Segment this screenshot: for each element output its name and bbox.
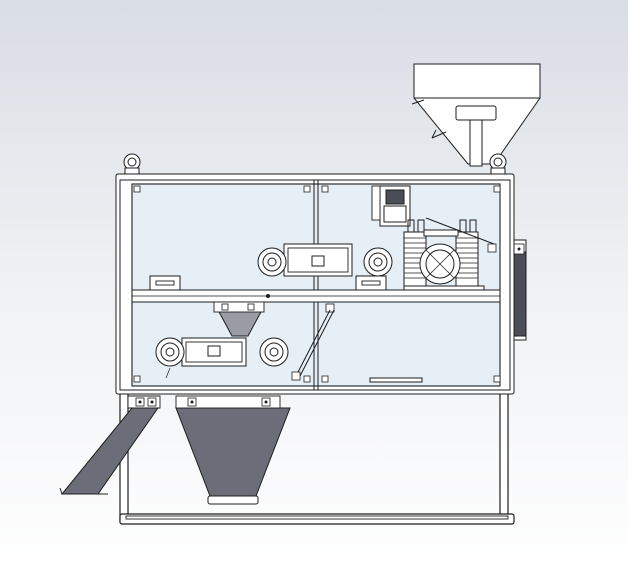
collection-funnel — [175, 395, 291, 505]
lower-conveyor — [155, 301, 335, 381]
lifting-eye-right — [489, 153, 507, 175]
top-hopper — [411, 63, 541, 167]
upper-conveyor — [149, 243, 393, 313]
lifting-eye-left — [123, 153, 141, 175]
discharge-chute — [59, 395, 161, 495]
coil-spring-assembly — [371, 185, 497, 291]
